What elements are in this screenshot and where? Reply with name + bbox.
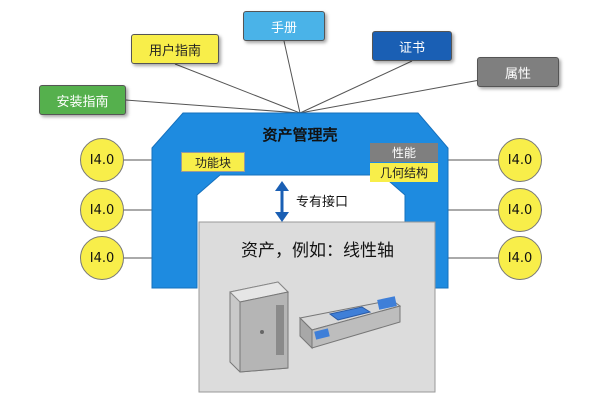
tag-certificate: 证书 <box>372 31 452 61</box>
double-arrow-icon <box>275 181 289 222</box>
i40-right-1: I4.0 <box>498 138 542 182</box>
geometry-label: 几何结构 <box>370 163 438 182</box>
i40-lines <box>124 159 498 259</box>
function-block-label: 功能块 <box>181 152 245 172</box>
connector-manual <box>283 40 301 114</box>
connector-user-guide <box>174 63 301 114</box>
i40-left-1: I4.0 <box>80 138 124 182</box>
tag-manual: 手册 <box>243 11 325 41</box>
drive-controller-image <box>228 281 290 373</box>
asset-label: 资产，例如：线性轴 <box>241 241 394 261</box>
i40-left-3: I4.0 <box>80 236 124 280</box>
tag-install-guide: 安装指南 <box>39 85 126 115</box>
tag-user-guide: 用户指南 <box>131 34 219 64</box>
i40-right-3: I4.0 <box>498 236 542 280</box>
interface-label: 专有接口 <box>296 195 349 210</box>
i40-right-2: I4.0 <box>498 188 542 232</box>
linear-axis-image <box>298 296 402 350</box>
connector-attributes <box>299 79 481 114</box>
i40-left-2: I4.0 <box>80 188 124 232</box>
connector-lines <box>125 40 481 114</box>
connector-install-guide <box>125 99 301 114</box>
performance-label: 性能 <box>370 143 438 162</box>
connector-certificate <box>299 60 413 114</box>
tag-attributes: 属性 <box>477 57 559 87</box>
shell-title: 资产管理壳 <box>262 126 338 144</box>
